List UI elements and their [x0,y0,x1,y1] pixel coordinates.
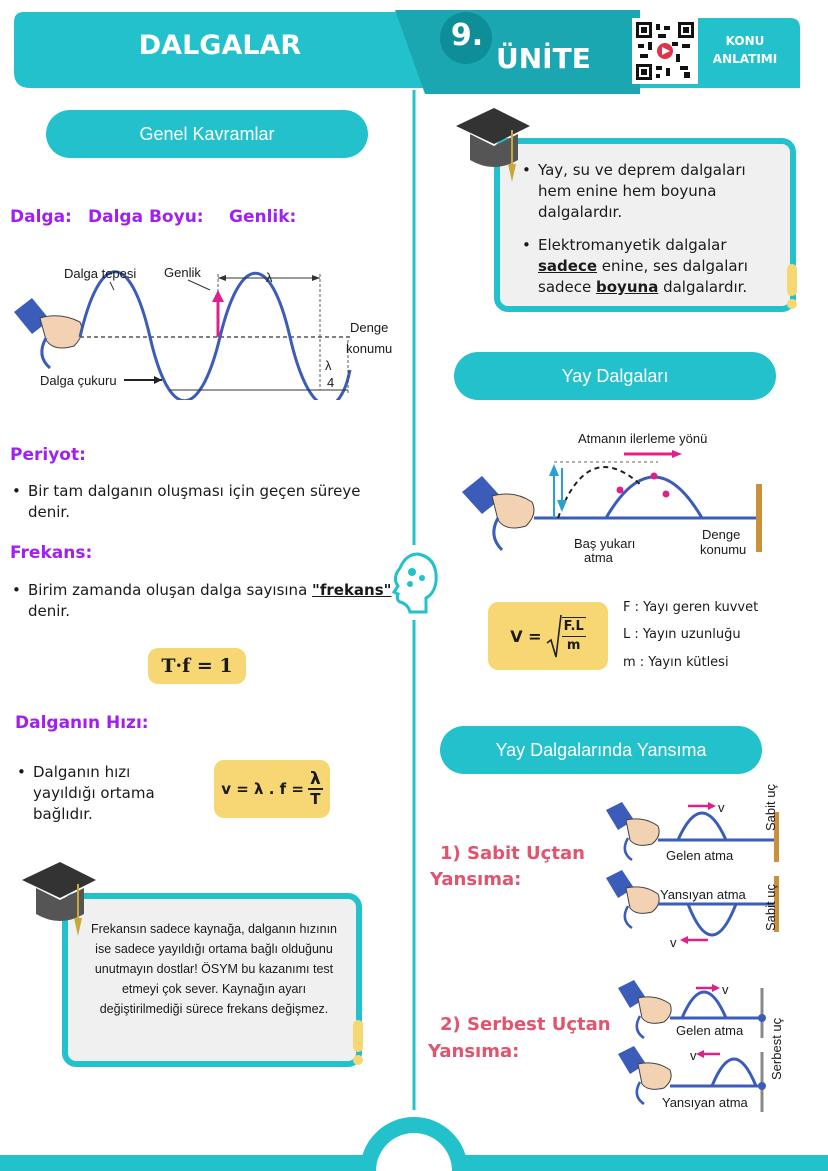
free-reflection-title-1: 2) Serbest Uçtan [440,1014,611,1035]
page-title: DALGALAR [138,30,302,61]
legend-mass: m : Yayın kütlesi [623,655,729,670]
term-dalga-boyu: Dalga Boyu: [88,207,204,227]
fixed-v-label-1: v [718,800,725,815]
qr-code-icon[interactable] [636,22,694,80]
head-up-label-2: atma [584,550,613,565]
hand-icon-spring [462,476,535,552]
sqrt-icon [546,614,562,658]
wave-crest-label: Dalga tepesi [64,266,137,281]
periyot-title: Periyot: [10,445,86,465]
wave-amplitude-label: Genlik [164,265,201,280]
fixed-end-label-2: Sabit uç [763,884,778,931]
hiz-title: Dalganın Hızı: [15,713,149,733]
formula-spring-num: F.L [561,618,586,637]
section-heading-spring-waves: Yay Dalgaları [454,352,776,400]
periyot-text: •Bir tam dalganın oluşması için geçen sü… [12,482,361,521]
fixed-v-label-2: v [670,935,677,950]
frekans-text: •Birim zamanda oluşan dalga sayısına "fr… [12,581,392,620]
frekans-title: Frekans: [10,543,93,563]
term-genlik: Genlik: [229,207,297,227]
equilibrium-label-1: Denge [350,320,389,335]
wave-diagram [14,270,352,400]
free-v-label-1: v [722,982,729,997]
wave-types-bullet-2: •Elektromanyetik dalgalar sadece enine, … [522,236,748,296]
free-reflection-title-2: Yansıma: [428,1041,520,1062]
wave-types-bullet-1: •Yay, su ve deprem dalgaları hem enine h… [522,161,746,221]
unit-label: ÜNİTE [496,42,591,75]
hand-icon-fixed-1 [606,802,660,862]
graduation-cap-icon-right [456,108,530,182]
free-reflected-label: Yansıyan atma [662,1095,748,1110]
graduation-cap-icon [22,862,96,936]
equilibrium-label-2: konumu [346,341,393,356]
tip-note-frequency: Frekansın sadece kaynağa, dalganın hızın… [62,893,362,1067]
exclamation-icon-right [787,264,797,309]
hand-icon-free-2 [618,1046,672,1106]
free-incident-label: Gelen atma [676,1023,744,1038]
fixed-end-reflection-diagram [606,802,779,944]
formula-wave-speed: v = λ . f = λ T [214,760,330,818]
formula-spring-speed: V = F.L m [488,602,608,670]
wave-lambda-label: λ [266,270,273,285]
hiz-text: •Dalganın hızı yayıldığı ortama bağlıdır… [17,763,155,823]
free-end-reflection-diagram [618,980,766,1112]
legend-length: L : Yayın uzunluğu [623,627,741,642]
free-v-label-2: v [690,1048,697,1063]
brain-head-icon [391,552,438,614]
fixed-reflection-title-2: Yansıma: [430,869,522,890]
fixed-incident-label: Gelen atma [666,848,734,863]
hand-icon-fixed-2 [606,870,660,930]
formula-period-frequency: T·f = 1 [148,648,246,684]
legend-force: F : Yayı geren kuvvet [623,600,759,615]
spring-eq-label-1: Denge [702,527,741,542]
pulse-direction-label: Atmanın ilerleme yönü [578,431,708,446]
head-up-label-1: Baş yukarı [574,536,636,551]
fixed-reflected-label: Yansıyan atma [660,887,746,902]
topic-label-1: KONU [725,34,765,48]
section-heading-reflection: Yay Dalgalarında Yansıma [440,726,762,774]
formula-spring-den: m [566,638,581,653]
formula-v-num: λ [307,769,323,790]
wave-quarter-num: λ [325,358,332,373]
topic-label-2: ANLATIMI [712,52,778,66]
free-end-label: Serbest uç [769,1017,784,1080]
unit-number: 9. [450,18,484,53]
section-heading-general: Genel Kavramlar [46,110,368,158]
term-dalga: Dalga: [10,207,72,227]
spring-eq-label-2: konumu [700,542,747,557]
tip-note-text: Frekansın sadece kaynağa, dalganın hızın… [91,922,337,1016]
header-background [14,10,800,94]
wave-quarter-den: 4 [327,375,335,390]
fixed-end-label-1: Sabit uç [763,784,778,831]
exclamation-icon [353,1020,363,1065]
hand-icon-free-1 [618,980,672,1040]
wave-trough-label: Dalga çukuru [40,373,117,388]
hand-icon [14,298,83,370]
spring-pulse-diagram [462,450,762,552]
info-note-wave-types: •Yay, su ve deprem dalgaları hem enine h… [494,138,796,312]
fixed-reflection-title-1: 1) Sabit Uçtan [440,843,585,864]
formula-v-den: T [310,790,321,808]
